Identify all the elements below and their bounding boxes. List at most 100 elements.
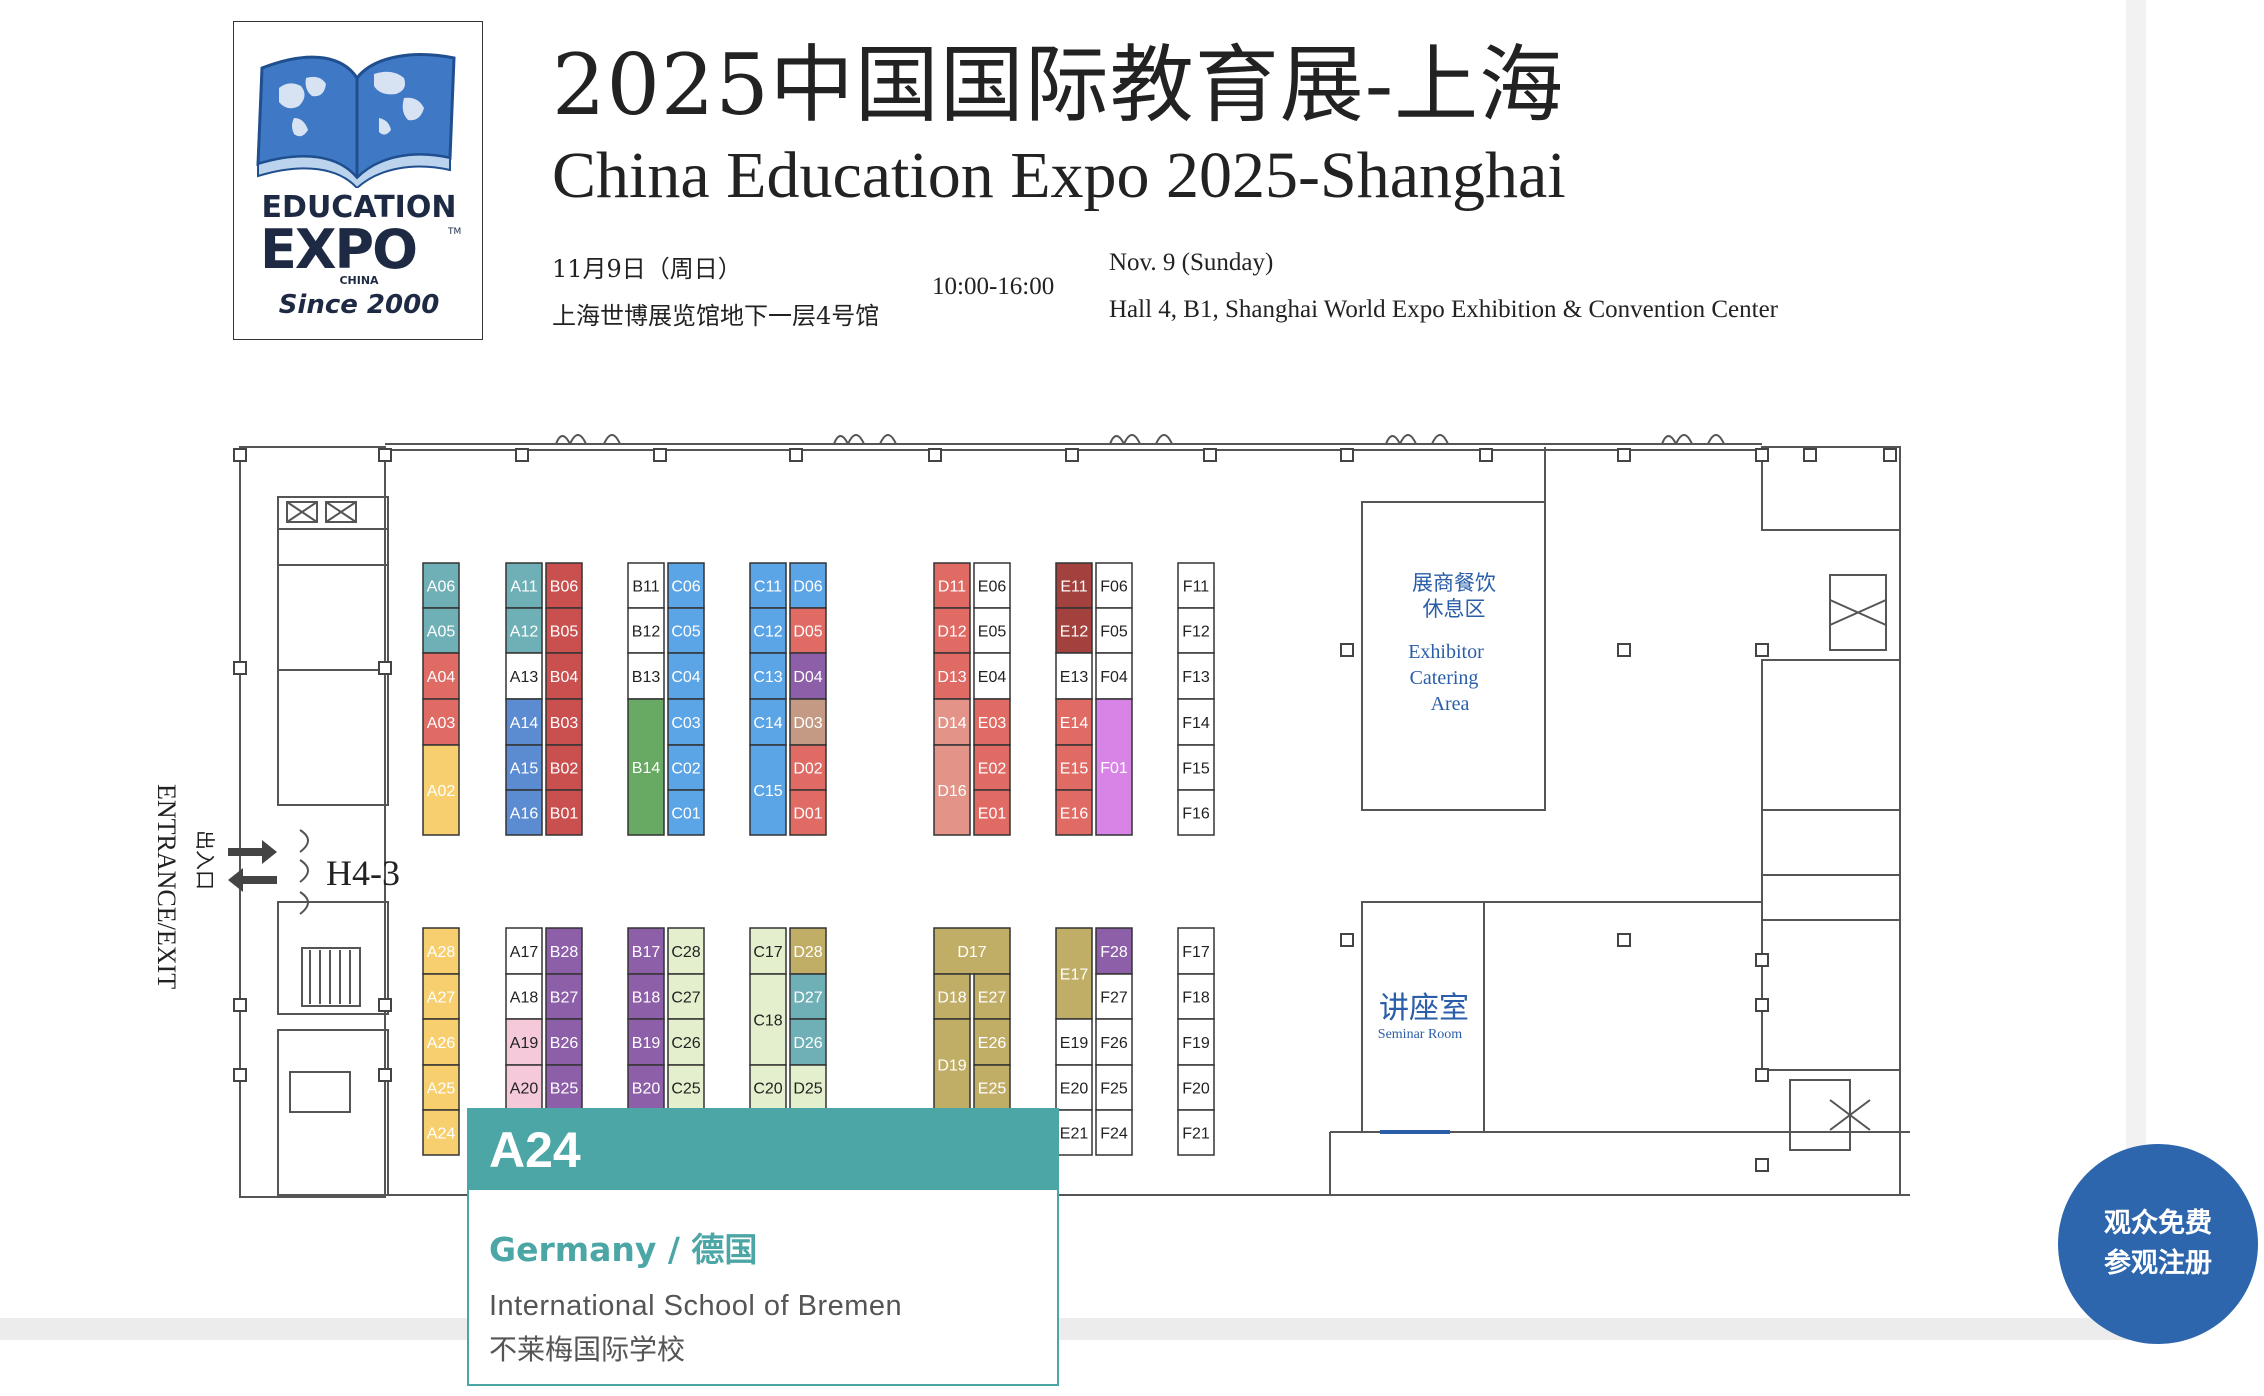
column-marker xyxy=(1803,448,1817,462)
booth-c05[interactable] xyxy=(667,607,705,654)
booth-f05[interactable] xyxy=(1095,607,1133,654)
free-registration-button[interactable]: 观众免费 参观注册 xyxy=(2058,1144,2258,1344)
booth-a13[interactable] xyxy=(505,652,543,700)
booth-b03[interactable] xyxy=(545,698,583,746)
booth-f21[interactable] xyxy=(1177,1109,1215,1156)
booth-e06[interactable] xyxy=(973,562,1011,609)
booth-b26[interactable] xyxy=(545,1018,583,1066)
booth-b27[interactable] xyxy=(545,973,583,1020)
booth-c18[interactable] xyxy=(749,973,787,1066)
booth-b28[interactable] xyxy=(545,927,583,975)
booth-e11[interactable] xyxy=(1055,562,1093,609)
booth-a25[interactable] xyxy=(422,1064,460,1111)
booth-e17[interactable] xyxy=(1055,927,1093,1020)
booth-e26[interactable] xyxy=(973,1018,1011,1066)
booth-f26[interactable] xyxy=(1095,1018,1133,1066)
booth-a12[interactable] xyxy=(505,607,543,654)
booth-label-d14: D14 xyxy=(937,715,966,732)
booth-e21[interactable] xyxy=(1055,1109,1093,1156)
column-marker xyxy=(928,448,942,462)
booth-a19[interactable] xyxy=(505,1018,543,1066)
booth-c25[interactable] xyxy=(667,1064,705,1111)
booth-b05[interactable] xyxy=(545,607,583,654)
booth-a06[interactable] xyxy=(422,562,460,609)
booth-f14[interactable] xyxy=(1177,698,1215,746)
booth-f06[interactable] xyxy=(1095,562,1133,609)
catering-en-3: Area xyxy=(1431,693,1470,715)
booth-f17[interactable] xyxy=(1177,927,1215,975)
booth-a05[interactable] xyxy=(422,607,460,654)
booth-label-b13: B13 xyxy=(632,669,661,686)
booth-b11[interactable] xyxy=(627,562,665,609)
booth-b19[interactable] xyxy=(627,1018,665,1066)
booth-b17[interactable] xyxy=(627,927,665,975)
booth-f16[interactable] xyxy=(1177,789,1215,836)
booth-e04[interactable] xyxy=(973,652,1011,700)
booth-b06[interactable] xyxy=(545,562,583,609)
booth-f25[interactable] xyxy=(1095,1064,1133,1111)
booth-a26[interactable] xyxy=(422,1018,460,1066)
booth-d26[interactable] xyxy=(789,1018,827,1066)
booth-c11[interactable] xyxy=(749,562,787,609)
booth-f24[interactable] xyxy=(1095,1109,1133,1156)
booth-e02[interactable] xyxy=(973,744,1011,791)
booth-b01[interactable] xyxy=(545,789,583,836)
booth-a04[interactable] xyxy=(422,652,460,700)
booth-e25[interactable] xyxy=(973,1064,1011,1111)
booth-e14[interactable] xyxy=(1055,698,1093,746)
booth-d02[interactable] xyxy=(789,744,827,791)
booth-d01[interactable] xyxy=(789,789,827,836)
booth-f01[interactable] xyxy=(1095,698,1133,836)
booth-d11[interactable] xyxy=(933,562,971,609)
register-line-1: 观众免费 xyxy=(2104,1208,2212,1239)
booth-d16[interactable] xyxy=(933,744,971,836)
booth-label-b06: B06 xyxy=(550,579,579,596)
booth-f04[interactable] xyxy=(1095,652,1133,700)
booth-e03[interactable] xyxy=(973,698,1011,746)
booth-f15[interactable] xyxy=(1177,744,1215,791)
booth-c26[interactable] xyxy=(667,1018,705,1066)
booth-e05[interactable] xyxy=(973,607,1011,654)
booth-d05[interactable] xyxy=(789,607,827,654)
booth-c15[interactable] xyxy=(749,744,787,836)
booth-c20[interactable] xyxy=(749,1064,787,1111)
booth-a02[interactable] xyxy=(422,744,460,836)
booth-c17[interactable] xyxy=(749,927,787,975)
booth-c06[interactable] xyxy=(667,562,705,609)
booth-label-a19: A19 xyxy=(510,1035,539,1052)
booth-d18[interactable] xyxy=(933,973,971,1020)
booth-e13[interactable] xyxy=(1055,652,1093,700)
booth-f20[interactable] xyxy=(1177,1064,1215,1111)
booth-a11[interactable] xyxy=(505,562,543,609)
booth-b02[interactable] xyxy=(545,744,583,791)
booth-d03[interactable] xyxy=(789,698,827,746)
booth-c12[interactable] xyxy=(749,607,787,654)
booth-a17[interactable] xyxy=(505,927,543,975)
booth-b12[interactable] xyxy=(627,607,665,654)
booth-a15[interactable] xyxy=(505,744,543,791)
booth-e01[interactable] xyxy=(973,789,1011,836)
booth-d12[interactable] xyxy=(933,607,971,654)
booth-a20[interactable] xyxy=(505,1064,543,1111)
booth-a24[interactable] xyxy=(422,1109,460,1156)
booth-d19[interactable] xyxy=(933,1018,971,1111)
booth-a16[interactable] xyxy=(505,789,543,836)
booth-c28[interactable] xyxy=(667,927,705,975)
booth-e19[interactable] xyxy=(1055,1018,1093,1066)
booth-d27[interactable] xyxy=(789,973,827,1020)
booth-f12[interactable] xyxy=(1177,607,1215,654)
booth-a28[interactable] xyxy=(422,927,460,975)
booth-d14[interactable] xyxy=(933,698,971,746)
booth-b04[interactable] xyxy=(545,652,583,700)
booth-e16[interactable] xyxy=(1055,789,1093,836)
booth-c13[interactable] xyxy=(749,652,787,700)
booth-c01[interactable] xyxy=(667,789,705,836)
booth-label-e01: E01 xyxy=(978,806,1007,823)
booth-b14[interactable] xyxy=(627,698,665,836)
booth-b18[interactable] xyxy=(627,973,665,1020)
booth-info-popup[interactable]: A24 Germany / 德国 International School of… xyxy=(467,1108,1059,1386)
booth-e12[interactable] xyxy=(1055,607,1093,654)
booth-b25[interactable] xyxy=(545,1064,583,1111)
booth-d17[interactable] xyxy=(933,927,1011,975)
